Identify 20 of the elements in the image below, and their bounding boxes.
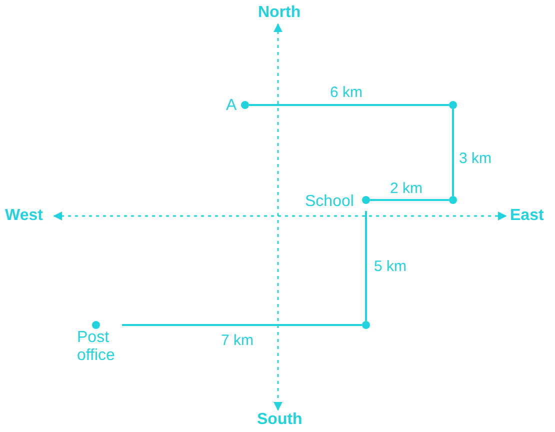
place-name: Post office: [77, 329, 116, 365]
distance-label: 3 km: [459, 150, 492, 167]
place-name: A: [226, 97, 237, 115]
direction-label: East: [510, 207, 544, 225]
distance-label: 7 km: [221, 332, 254, 349]
distance-label: 2 km: [390, 180, 423, 197]
distance-label: 6 km: [330, 84, 363, 101]
distance-label: 5 km: [374, 258, 407, 275]
path-line: [249, 104, 449, 106]
path-line: [365, 211, 367, 321]
path-line: [370, 199, 449, 201]
direction-label: North: [258, 4, 301, 22]
place-name: School: [305, 193, 354, 211]
direction-label: West: [5, 207, 43, 225]
point-dot: [449, 196, 457, 204]
direction-label: South: [257, 411, 302, 429]
point-dot: [362, 321, 370, 329]
path-line: [452, 109, 454, 196]
path-line: [122, 324, 362, 326]
point-dot: [449, 101, 457, 109]
